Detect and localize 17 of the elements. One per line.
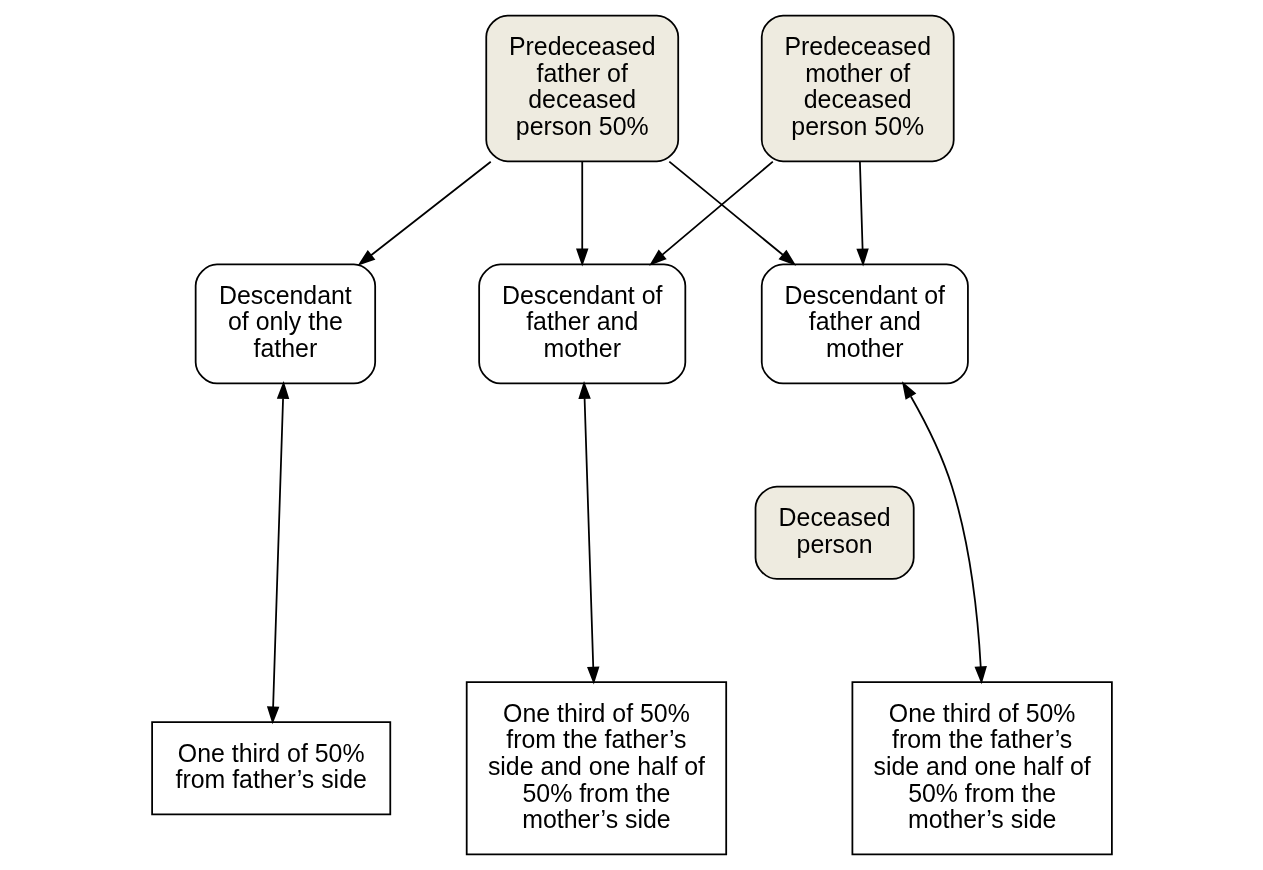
arrow bbox=[855, 160, 869, 267]
arrow bbox=[667, 160, 796, 266]
node-box: One third of 50% from the father’s side and one half of 50% from the mother’s side bbox=[465, 681, 727, 856]
node-box: Descendant of father and mother bbox=[760, 263, 969, 385]
arrow bbox=[648, 160, 774, 266]
arrow bbox=[266, 381, 289, 725]
arrow bbox=[575, 160, 588, 267]
node-box: One third of 50% from father’s side bbox=[150, 721, 391, 816]
arrow bbox=[577, 381, 599, 685]
arrow bbox=[901, 381, 987, 685]
node-box: Deceased person bbox=[754, 485, 915, 580]
node-box: Descendant of father and mother bbox=[477, 263, 686, 385]
node-box: One third of 50% from the father’s side and one half of 50% from the mother’s side bbox=[851, 681, 1113, 856]
arrow bbox=[357, 160, 492, 266]
node-box: Predeceased mother of deceased person 50% bbox=[760, 14, 955, 163]
node-box: Predeceased father of deceased person 50% bbox=[484, 14, 679, 163]
node-box: Descendant of only the father bbox=[194, 263, 376, 385]
